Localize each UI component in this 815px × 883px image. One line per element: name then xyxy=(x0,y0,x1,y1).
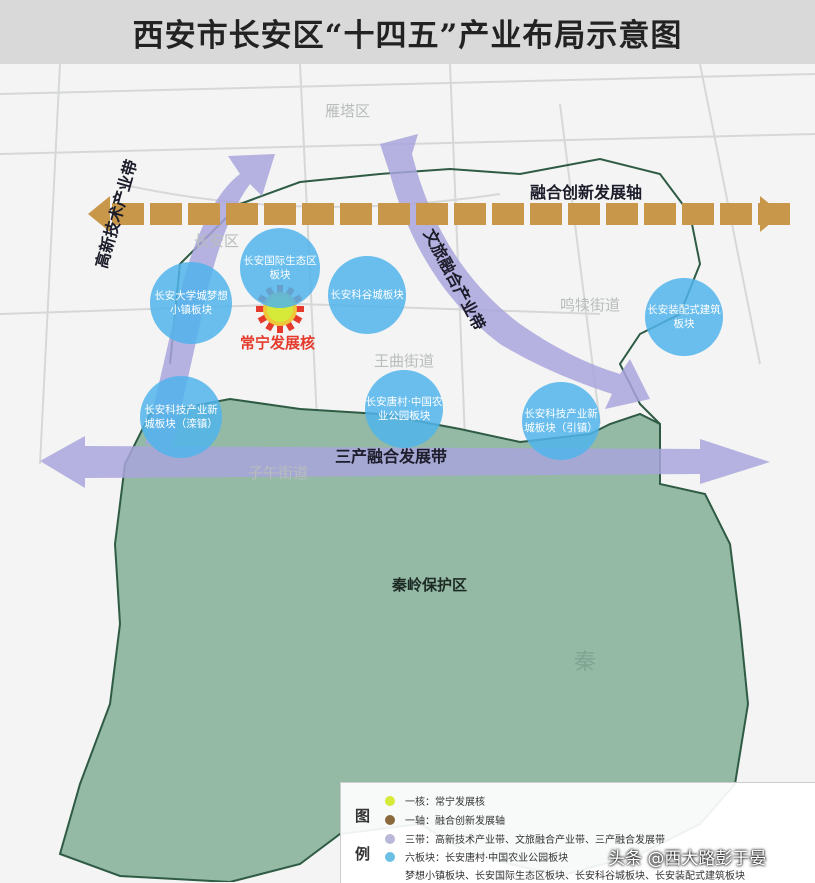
legend-item-text: 一轴：融合创新发展轴 xyxy=(405,816,505,827)
axis-segment xyxy=(568,203,600,225)
axis-segment xyxy=(644,203,676,225)
axis-segment xyxy=(302,203,334,225)
axis-segment xyxy=(758,203,790,225)
place-label: 子午街道 xyxy=(248,464,309,482)
block-prefab-building: 长安装配式建筑板块 xyxy=(645,278,723,356)
legend-heading-1: 图 xyxy=(355,807,371,825)
axis-segment xyxy=(492,203,524,225)
map: 雁塔区 长安区 子午街道 王曲街道 鸣犊街道 秦 融合创新发展轴 三产融合发展带… xyxy=(0,64,815,882)
axis-segment xyxy=(720,203,752,225)
legend-item: 六板块：长安唐村·中国农业公园板块 xyxy=(385,849,568,864)
axis-segment xyxy=(340,203,372,225)
axis-segment xyxy=(378,203,410,225)
block-university-town: 长安大学城梦想小镇板块 xyxy=(150,262,232,344)
block-tech-city-luanzhen: 长安科技产业新城板块（滦镇） xyxy=(140,376,222,458)
legend-heading-2: 例 xyxy=(355,845,371,863)
axis-segment xyxy=(454,203,486,225)
hightech-belt xyxy=(145,154,275,449)
changning-core-label: 常宁发展核 xyxy=(240,334,316,352)
block-eco-zone: 长安国际生态区板块 xyxy=(240,228,320,308)
legend-item-text: 三带：高新技术产业带、文旅融合产业带、三产融合发展带 xyxy=(405,835,665,846)
legend-dot xyxy=(385,814,395,825)
innovation-axis xyxy=(88,196,790,232)
legend-item-text: 一核：常宁发展核 xyxy=(405,797,485,808)
protection-zone-label: 秦岭保护区 xyxy=(392,576,468,594)
sun-ray xyxy=(296,306,304,312)
axis-segment xyxy=(150,203,182,225)
place-label: 秦 xyxy=(574,650,597,675)
axis-segment xyxy=(226,203,258,225)
legend-item: 一核：常宁发展核 xyxy=(385,793,485,808)
legend-dot xyxy=(385,795,395,806)
watermark: 头条 @西大路彭于晏 xyxy=(608,849,767,869)
legend-item-text: 六板块：长安唐村·中国农业公园板块 xyxy=(405,853,569,864)
sun-ray xyxy=(256,306,264,312)
axis-segment xyxy=(112,203,144,225)
legend-item-continuation: 梦想小镇板块、长安国际生态区板块、长安科谷城板块、长安装配式建筑板块 xyxy=(405,871,745,882)
axis-segment xyxy=(682,203,714,225)
place-label: 王曲街道 xyxy=(374,352,435,370)
sun-ray xyxy=(277,325,283,333)
tertiary-belt-label: 三产融合发展带 xyxy=(335,447,448,466)
axis-segment xyxy=(606,203,638,225)
block-tech-city-yinzhen: 长安科技产业新城板块（引镇） xyxy=(522,382,600,460)
axis-segment xyxy=(530,203,562,225)
legend: 图 例 一核：常宁发展核 一轴：融合创新发展轴 三带：高新技术产业带、文旅融合产… xyxy=(340,782,815,883)
legend-item: 一轴：融合创新发展轴 xyxy=(385,812,505,827)
qinling-protection-area xyxy=(58,397,750,882)
axis-segment xyxy=(188,203,220,225)
place-label: 长安区 xyxy=(194,232,240,250)
innovation-axis-label: 融合创新发展轴 xyxy=(530,183,643,202)
title-bar: 西安市长安区“十四五”产业布局示意图 xyxy=(0,0,815,64)
place-label: 鸣犊街道 xyxy=(560,296,621,314)
legend-item: 三带：高新技术产业带、文旅融合产业带、三产融合发展带 xyxy=(385,831,665,846)
block-tang-village: 长安唐村·中国农业公园板块 xyxy=(365,370,443,448)
culture-belt xyxy=(380,134,650,409)
map-title: 西安市长安区“十四五”产业布局示意图 xyxy=(132,17,683,54)
place-label: 雁塔区 xyxy=(325,102,371,120)
legend-dot xyxy=(385,851,395,862)
district-boundary xyxy=(169,157,702,425)
legend-dot xyxy=(385,833,395,844)
axis-segment xyxy=(264,203,296,225)
map-base xyxy=(0,64,815,882)
block-science-valley: 长安科谷城板块 xyxy=(328,256,406,334)
axis-segment xyxy=(416,203,448,225)
